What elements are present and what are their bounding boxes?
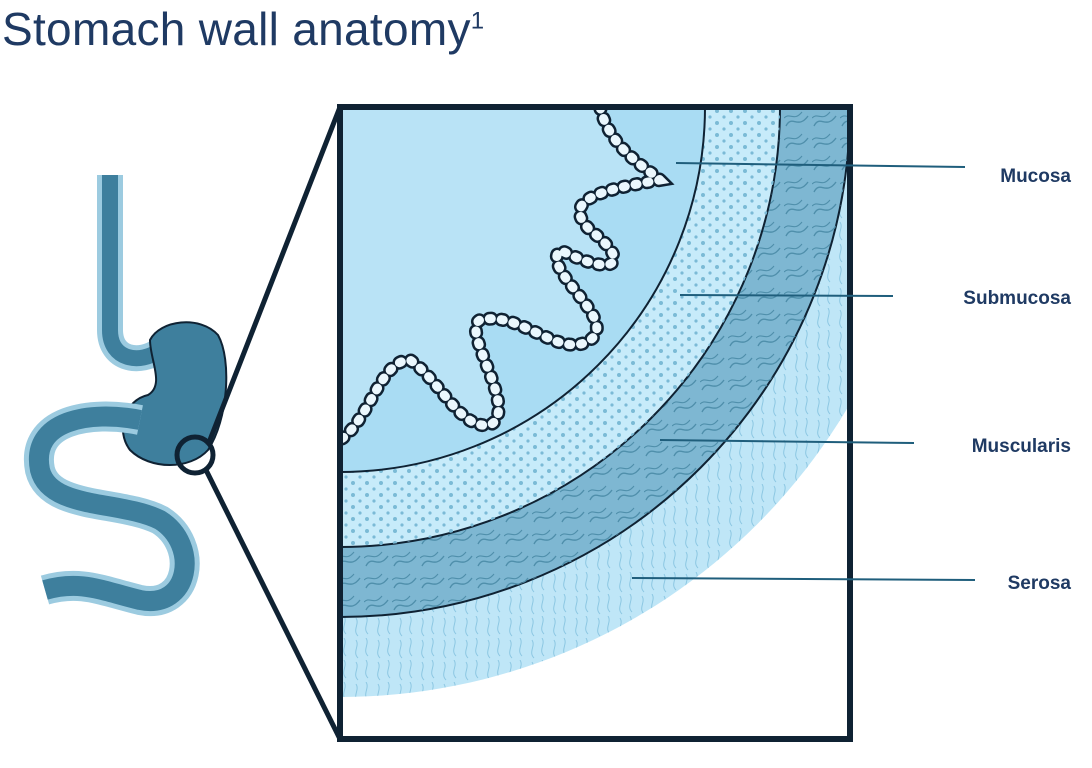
magnifier-circle [174,434,216,476]
zoom-line-bottom [202,466,343,741]
label-muscularis: Muscularis [972,436,1071,457]
zoom-line-top [205,106,343,446]
leader-mucosa [675,162,966,168]
leader-serosa [631,577,976,581]
lumen [340,107,660,440]
label-mucosa: Mucosa [1000,166,1071,187]
label-serosa: Serosa [1008,573,1072,594]
leader-muscularis [659,439,915,444]
page-title: Stomach wall anatomy1 [2,2,484,56]
stomach-body [121,321,228,466]
leader-submucosa [679,294,894,297]
label-submucosa: Submucosa [963,288,1071,309]
detail-box-frame [337,104,853,742]
stomach-illustration [23,175,228,616]
title-text: Stomach wall anatomy [2,3,471,55]
title-footnote: 1 [470,7,485,35]
wall-cross-section [340,107,850,697]
